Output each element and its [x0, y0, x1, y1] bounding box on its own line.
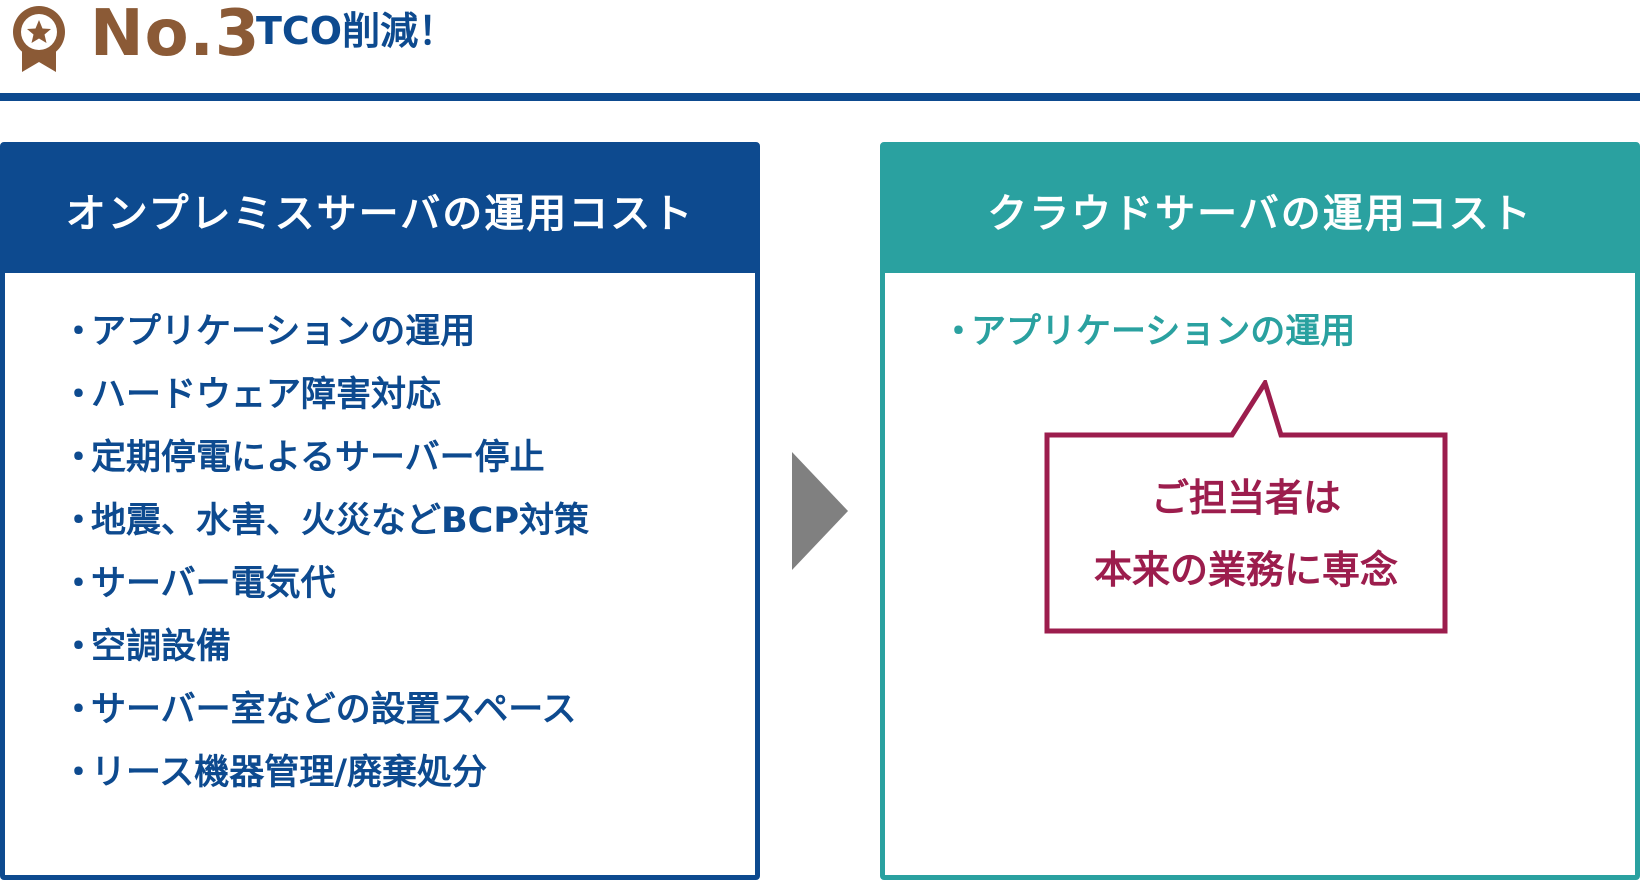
list-item-text: サーバー電気代 [91, 564, 336, 604]
callout-line-1: ご担当者は [1150, 476, 1341, 520]
triangle-right-arrow-icon [792, 452, 848, 570]
cloud-cost-panel: クラウドサーバの運用コスト ・アプリケーションの運用 [880, 142, 1640, 880]
list-item: ・サーバー電気代 [61, 559, 589, 622]
list-item-text: ハードウェア障害対応 [91, 375, 442, 415]
header: No.3 TCO削減！ [0, 0, 1640, 92]
list-item-text: アプリケーションの運用 [91, 312, 476, 352]
bullet-icon: ・ [61, 375, 97, 415]
list-item-text: アプリケーションの運用 [971, 312, 1356, 352]
list-item-text: 地震、水害、火災などBCP対策 [91, 501, 590, 541]
list-item: ・地震、水害、火災などBCP対策 [61, 496, 589, 559]
bullet-icon: ・ [61, 627, 97, 667]
header-divider [0, 93, 1640, 101]
section-title: TCO削減！ [256, 9, 457, 53]
list-item: ・アプリケーションの運用 [61, 307, 589, 370]
bullet-icon: ・ [61, 690, 97, 730]
list-item: ・ハードウェア障害対応 [61, 370, 589, 433]
on-premise-cost-panel: オンプレミスサーバの運用コスト ・アプリケーションの運用 ・ハードウェア障害対応… [0, 142, 760, 880]
rank-label: No.3 [90, 0, 261, 71]
list-item: ・定期停電によるサーバー停止 [61, 433, 589, 496]
bullet-icon: ・ [61, 753, 97, 793]
callout-text: ご担当者は 本来の業務に専念 [1048, 462, 1444, 606]
bullet-icon: ・ [61, 438, 97, 478]
list-item-text: リース機器管理/廃棄処分 [91, 753, 488, 793]
list-item: ・リース機器管理/廃棄処分 [61, 748, 589, 811]
list-item-text: 定期停電によるサーバー停止 [91, 438, 545, 478]
bullet-icon: ・ [61, 312, 97, 352]
list-item: ・サーバー室などの設置スペース [61, 685, 589, 748]
callout-line-2: 本来の業務に専念 [1093, 548, 1398, 592]
list-item-text: 空調設備 [91, 627, 232, 667]
on-premise-panel-title: オンプレミスサーバの運用コスト [5, 147, 755, 273]
bullet-icon: ・ [61, 564, 97, 604]
award-ribbon-star-icon [13, 6, 65, 72]
speech-bubble-callout [1044, 380, 1448, 634]
cloud-panel-title: クラウドサーバの運用コスト [885, 147, 1635, 273]
bullet-icon: ・ [941, 312, 977, 352]
bullet-icon: ・ [61, 501, 97, 541]
on-premise-cost-list: ・アプリケーションの運用 ・ハードウェア障害対応 ・定期停電によるサーバー停止 … [61, 307, 589, 811]
cloud-cost-list: ・アプリケーションの運用 [941, 307, 1355, 357]
list-item-text: サーバー室などの設置スペース [91, 690, 577, 730]
list-item: ・空調設備 [61, 622, 589, 685]
